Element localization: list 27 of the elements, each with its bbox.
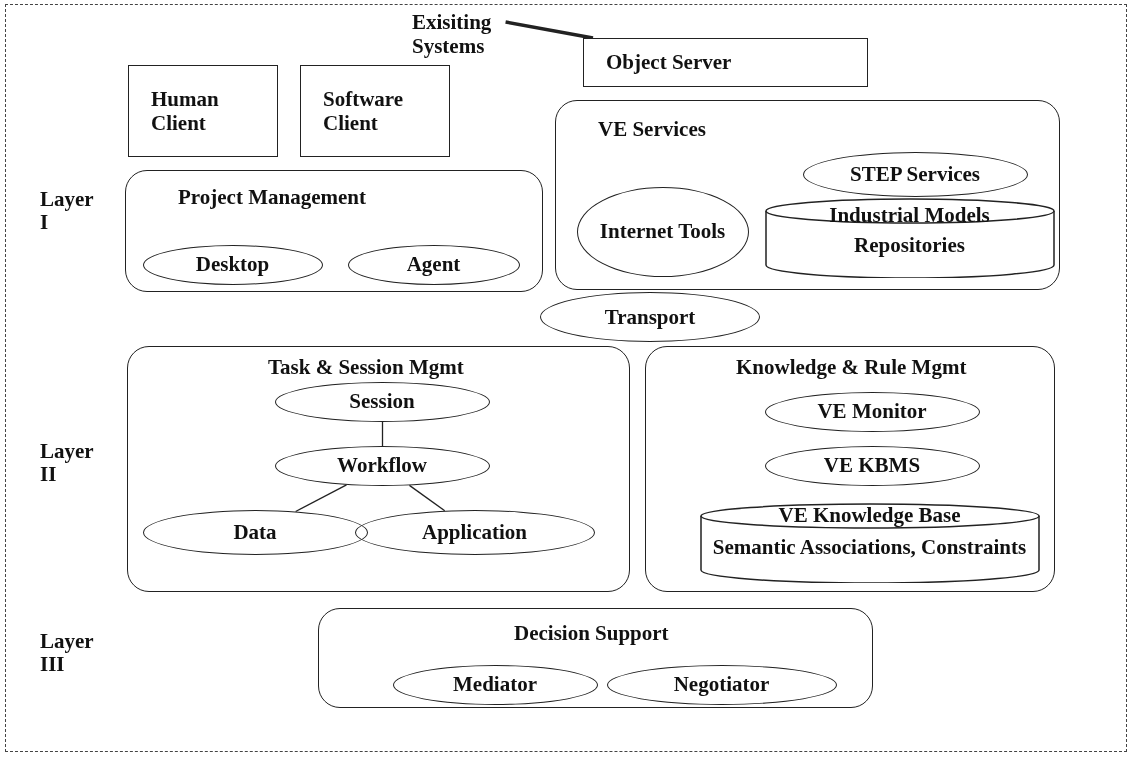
client-box: Software Client: [300, 65, 450, 157]
node-text: Semantic Associations, Constraints: [711, 534, 1028, 560]
database-cylinder: [764, 197, 1055, 278]
client-box: Object Server: [583, 38, 868, 87]
group-title: Decision Support: [514, 621, 669, 646]
group-panel: [127, 346, 630, 592]
node-text: Industrial Models Repositories: [828, 201, 991, 259]
layer-label: Layer III: [40, 630, 95, 677]
layer-label: Layer II: [40, 440, 95, 487]
connector-line: [295, 484, 348, 513]
client-box: Human Client: [128, 65, 278, 157]
group-title: Task & Session Mgmt: [268, 355, 464, 380]
connector-line: [381, 421, 384, 447]
group-title: VE Services: [598, 117, 706, 142]
group-panel: [125, 170, 543, 292]
group-panel: [555, 100, 1060, 290]
group-title: Knowledge & Rule Mgmt: [736, 355, 967, 380]
group-panel: [318, 608, 873, 708]
connector-line: [408, 484, 446, 512]
database-cylinder: [699, 502, 1040, 583]
node-title: VE Knowledge Base: [777, 502, 962, 528]
group-title: Project Management: [178, 185, 366, 210]
ellipse-node: Transport: [540, 292, 760, 342]
system-label: Exisiting Systems: [412, 8, 542, 60]
layer-label: Layer I: [40, 188, 95, 235]
group-panel: [645, 346, 1055, 592]
connector-line: [505, 20, 594, 40]
